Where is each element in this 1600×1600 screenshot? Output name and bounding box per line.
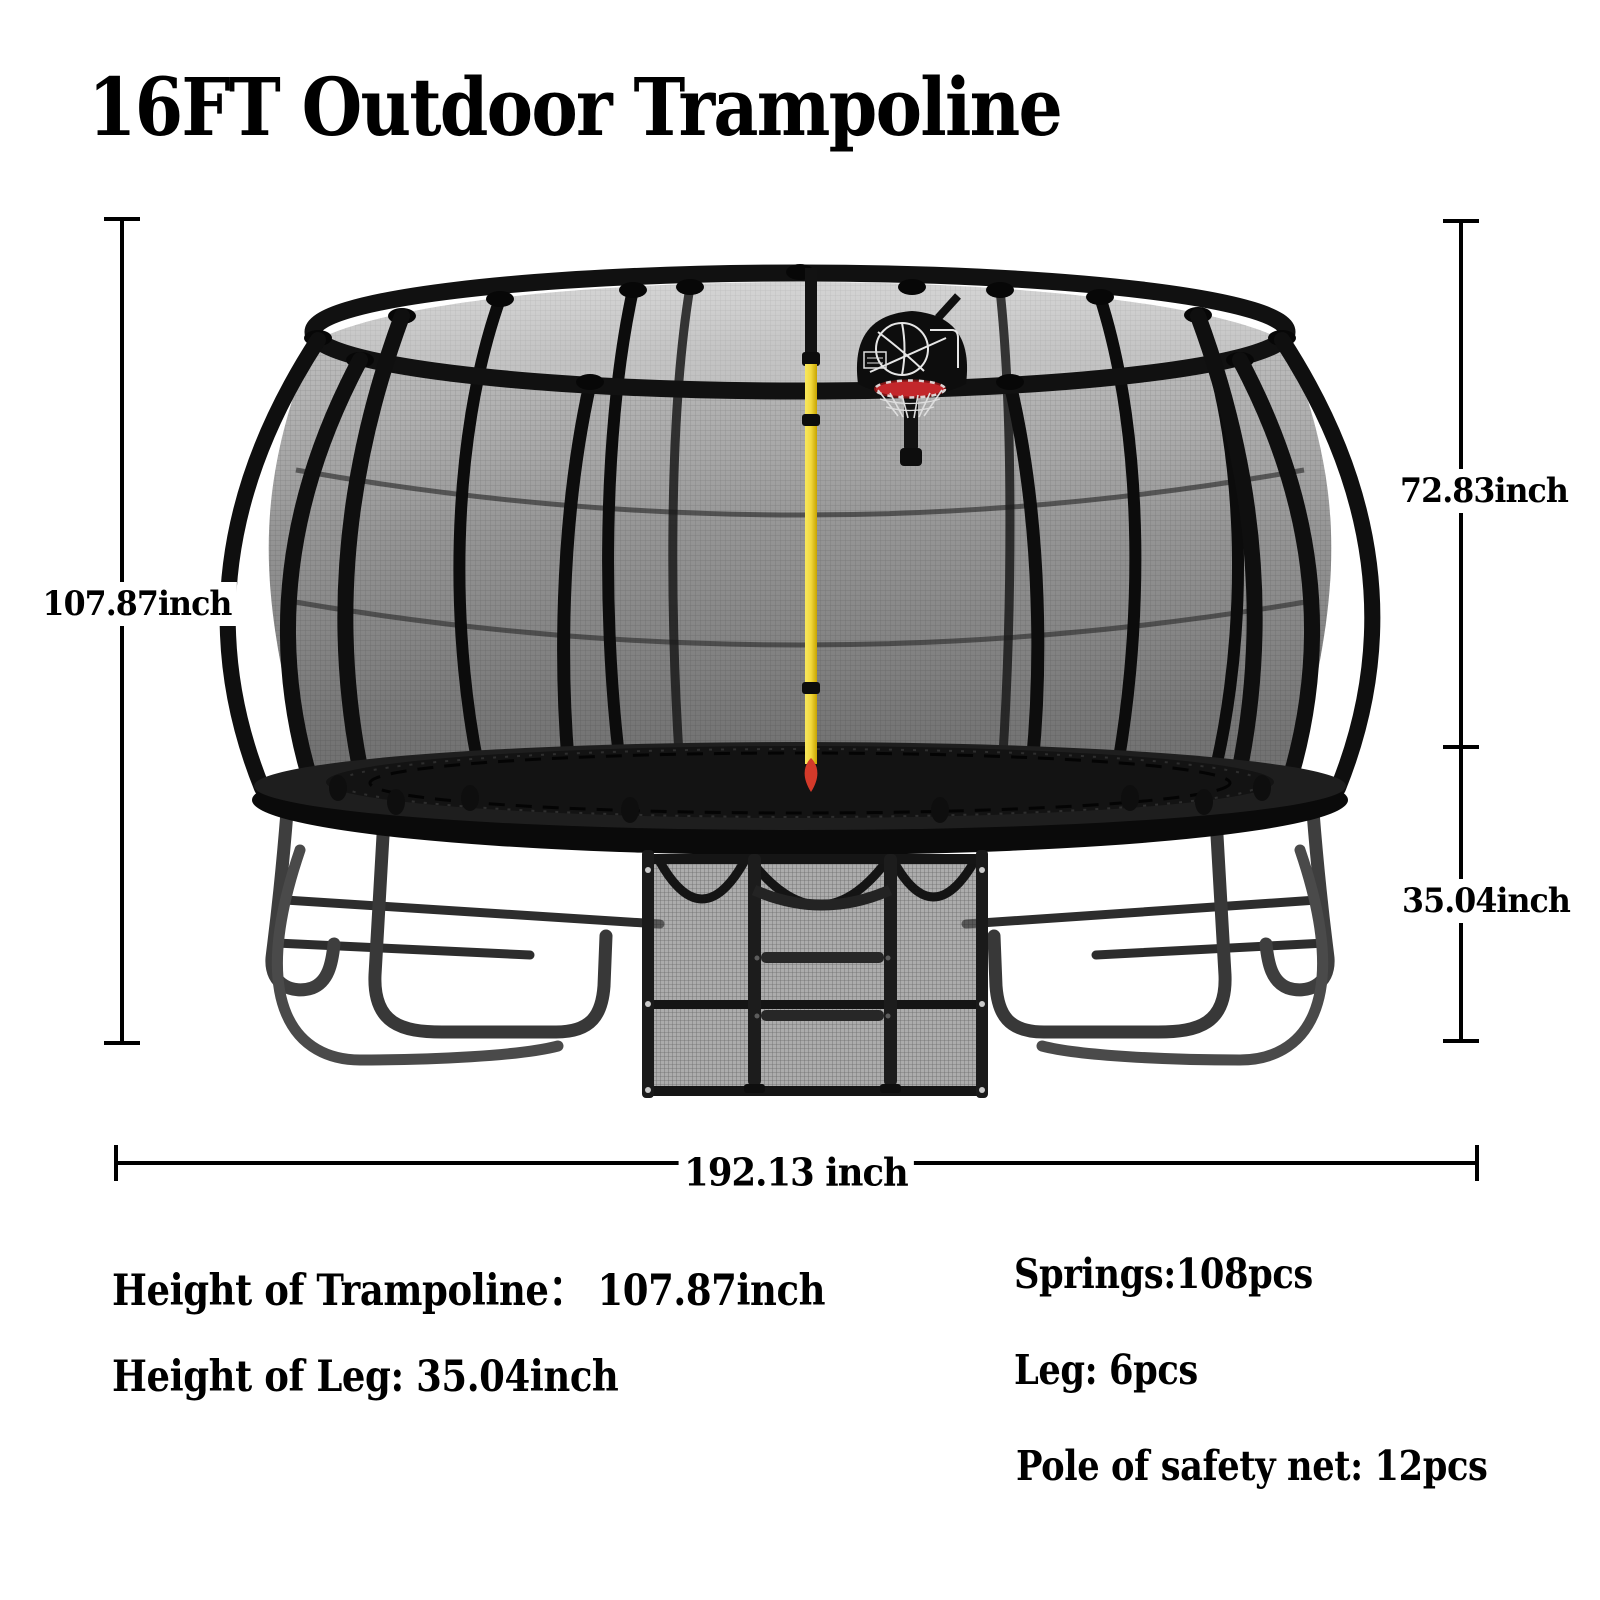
legs <box>265 805 1335 1066</box>
mesh-skirt <box>642 850 988 1098</box>
pole-red-tip <box>804 758 818 792</box>
spec-height-of-trampoline: Height of Trampoline： 107.87inch <box>112 1266 826 1316</box>
spec-net-poles: Pole of safety net: 12pcs <box>1016 1442 1488 1490</box>
page-title: 16FT Outdoor Trampoline <box>88 60 1063 154</box>
net-poles-outer <box>219 308 1381 820</box>
hoop-net <box>877 389 943 419</box>
dimension-label-net-height: 72.83inch <box>1394 469 1574 513</box>
spec-height-of-leg: Height of Leg: 35.04inch <box>112 1352 619 1402</box>
spec-legs: Leg: 6pcs <box>1014 1346 1198 1394</box>
dimension-label-total-width: 192.13 inch <box>678 1147 914 1197</box>
basketball-hoop <box>856 293 968 466</box>
dimension-label-leg-height: 35.04inch <box>1396 879 1576 923</box>
dimension-line-right <box>1443 219 1479 1043</box>
spec-springs: Springs:108pcs <box>1014 1250 1313 1298</box>
ladder <box>744 854 901 1093</box>
center-net-pole <box>802 268 820 792</box>
safety-net <box>268 282 1332 836</box>
dimension-line-total-height <box>104 217 140 1045</box>
frame-pad <box>252 742 1348 855</box>
pole-caps <box>329 775 1271 823</box>
dimension-label-total-height: 107.87inch <box>36 582 238 626</box>
